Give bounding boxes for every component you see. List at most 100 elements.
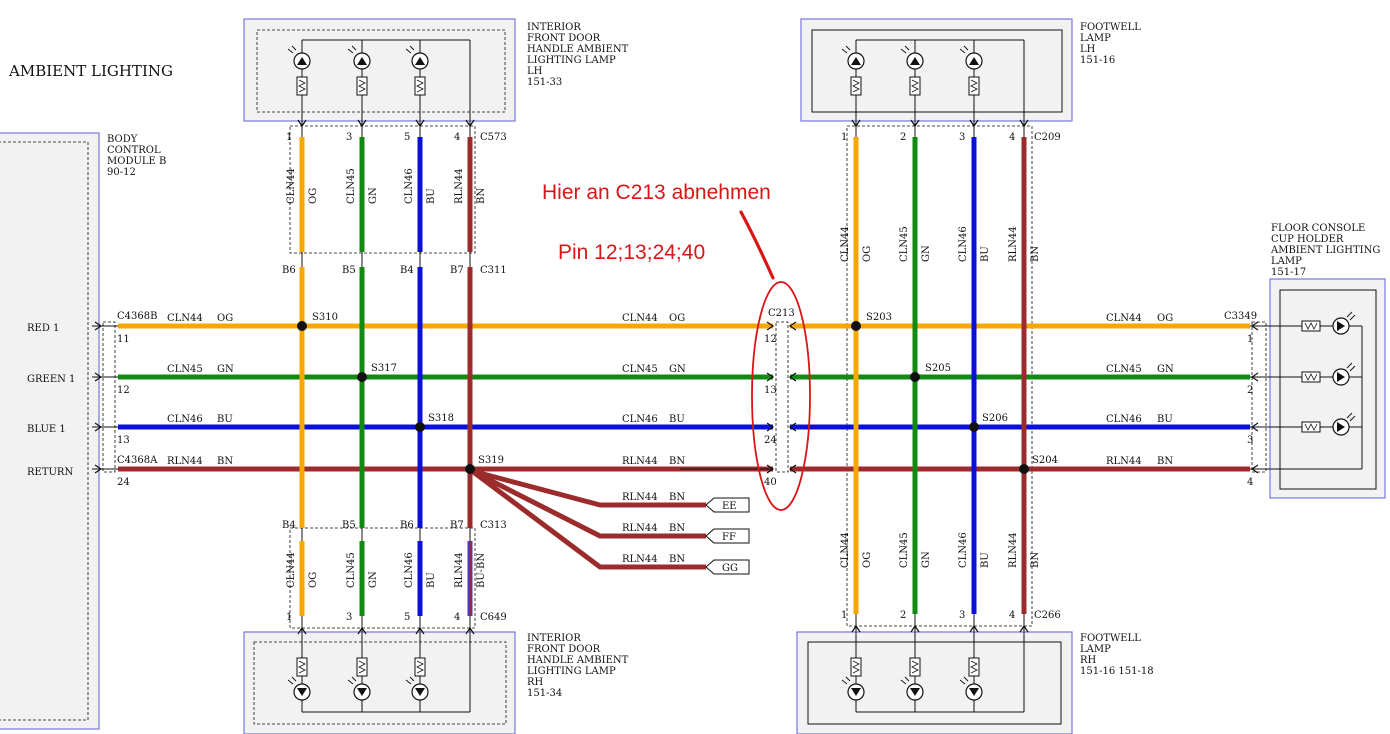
splice-dot	[357, 372, 367, 382]
bcm-label-line: 90-12	[107, 167, 136, 178]
led-triangle	[1337, 372, 1345, 382]
wire-circuit-label: CLN45	[622, 364, 658, 375]
connector-tick	[851, 119, 861, 128]
annotation-line-2: Pin 12;13;24;40	[558, 241, 705, 264]
resistor-zigzag	[416, 660, 424, 674]
connector-tick	[1019, 624, 1029, 633]
wire-color-label: BN	[217, 456, 233, 467]
splice-dot	[851, 321, 861, 331]
pin-number: 24	[764, 435, 777, 446]
footwell-lh-label-line: 151-16	[1080, 55, 1115, 66]
connector-tick	[465, 626, 475, 635]
wire-circuit-label: RLN44	[454, 552, 465, 588]
connector-tick	[1250, 321, 1259, 331]
pin-number: B7	[450, 265, 464, 276]
door-rh-label-line: INTERIOR	[527, 633, 581, 644]
connector-tick	[788, 321, 797, 331]
wire-color-label: BN	[1030, 552, 1041, 568]
light-rays-icon	[900, 676, 910, 685]
wire-color-label: BU	[426, 572, 437, 588]
pin-number: B7	[450, 520, 464, 531]
lamps-layer	[287, 45, 1356, 701]
pin-number: 3	[346, 612, 352, 623]
wire-circuit-label: CLN44	[840, 226, 851, 262]
pin-number: 40	[764, 477, 777, 488]
resistor-icon	[968, 76, 980, 96]
connector-tick	[1250, 372, 1259, 382]
footwell-rh-label-line: RH	[1080, 655, 1097, 666]
connector-tick	[1250, 422, 1259, 432]
pin-number: 1	[286, 612, 292, 623]
connector-c4368b: C4368B	[117, 311, 157, 322]
light-rays-icon	[347, 676, 357, 685]
splice-dot	[1019, 464, 1029, 474]
wire-branch	[470, 468, 706, 539]
signal-label-return: RETURN	[27, 467, 73, 478]
wire-circuit-label: CLN46	[958, 226, 969, 262]
led-triangle	[357, 688, 367, 696]
resistor-icon	[296, 76, 308, 96]
wire-color-label: BN	[669, 456, 685, 467]
door-lamp-lh-module: INTERIOR FRONT DOOR HANDLE AMBIENT LIGHT…	[243, 18, 629, 122]
footwell-rh-label-line: LAMP	[1080, 644, 1111, 655]
splice-dot	[415, 422, 425, 432]
wire-color-label: GN	[1157, 364, 1174, 375]
connector-tick	[94, 321, 103, 331]
pin-number: B5	[342, 265, 356, 276]
annotation: Hier an C213 abnehmen Pin 12;13;24;40	[542, 181, 811, 511]
resistor-zigzag	[1304, 373, 1318, 381]
footwell-lh-label-line: LH	[1080, 44, 1096, 55]
door-lh-label-line: INTERIOR	[527, 22, 581, 33]
resistor-zigzag	[1304, 322, 1318, 330]
door-rh-label-line: FRONT DOOR	[527, 644, 601, 655]
door-lh-label-line: HANDLE AMBIENT	[527, 44, 629, 55]
wire-circuit-label: CLN45	[899, 532, 910, 568]
footwell-rh-label-line: 151-16 151-18	[1080, 666, 1154, 677]
wire-circuit-label: CLN46	[622, 414, 658, 425]
connector-tick	[94, 464, 103, 474]
wire-circuit-label: CLN44	[622, 313, 658, 324]
body-control-module: BODY CONTROL MODULE B 90-12	[0, 132, 166, 730]
wire-circuit-label: RLN44	[1008, 532, 1019, 568]
light-rays-icon	[1346, 311, 1356, 321]
connector-c313: C313	[480, 520, 507, 531]
wire-color-label: BN	[1157, 456, 1173, 467]
branch-destination-label: GG	[722, 563, 738, 574]
wire-circuit-label: CLN44	[286, 552, 297, 588]
connector-tick	[415, 626, 425, 635]
door-rh-label-line: RH	[527, 677, 544, 688]
connector-tick	[357, 119, 367, 128]
branch-destination-tag	[705, 497, 750, 513]
footwell-lamp-rh-module: FOOTWELL LAMP RH 151-16 151-18	[796, 631, 1154, 734]
connector-tick	[766, 372, 775, 382]
connector-c311: C311	[480, 265, 507, 276]
pin-number: 11	[117, 334, 130, 345]
resistor-icon	[414, 76, 426, 96]
light-rays-icon	[1346, 412, 1356, 422]
resistor-zigzag	[298, 79, 306, 93]
resistor-icon	[296, 657, 308, 677]
annotation-arrow-stroke	[739, 210, 775, 280]
splice-label: S318	[428, 413, 454, 424]
connector-c209: C209	[1034, 132, 1061, 143]
connector-c213: C213	[768, 308, 795, 319]
door-rh-label-line: LIGHTING LAMP	[527, 666, 616, 677]
connector-tick	[766, 422, 775, 432]
wire-color-label: BU	[426, 188, 437, 204]
light-rays-icon	[287, 676, 297, 685]
pin-number: 1	[841, 132, 847, 143]
connector-c3349: C3349	[1224, 311, 1257, 322]
wire-circuit-label: CLN46	[404, 552, 415, 588]
branch-destination-tag	[705, 559, 750, 575]
resistor-zigzag	[416, 79, 424, 93]
resistor-icon	[1301, 320, 1321, 332]
bcm-label-line: CONTROL	[107, 145, 161, 156]
wire-color-label: BN	[669, 492, 685, 503]
splice-label: S205	[925, 363, 951, 374]
pin-number: 24	[117, 477, 130, 488]
light-rays-icon	[841, 45, 851, 54]
connector-c649: C649	[480, 612, 507, 623]
pin-number: 4	[454, 612, 460, 623]
resistor-zigzag	[911, 660, 919, 674]
